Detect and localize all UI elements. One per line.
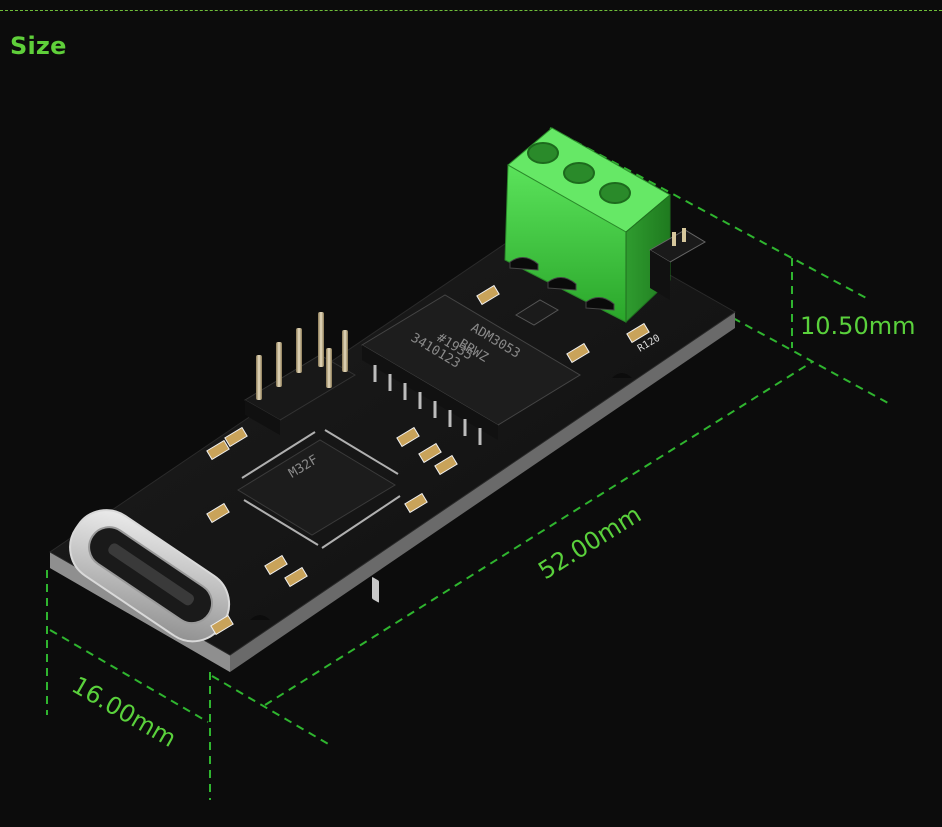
width-dimension-label: 16.00mm <box>67 671 181 753</box>
jumper-header <box>649 228 706 300</box>
smd-components <box>206 284 650 636</box>
height-dimension-label: 10.50mm <box>800 312 915 340</box>
pin-header <box>244 312 356 435</box>
small-transistor <box>515 299 559 326</box>
usb-c-connector <box>69 509 231 643</box>
screw-hole-3 <box>599 182 631 204</box>
screw-hole-1 <box>527 142 559 164</box>
transceiver-chip: ADM3053 BRWZ #1935 3410123 <box>361 294 581 603</box>
bottom-extension <box>211 675 331 746</box>
screw-hole-2 <box>563 162 595 184</box>
length-dimension-line <box>264 361 813 706</box>
length-extension-right <box>732 317 889 404</box>
length-dimension-label: 52.00mm <box>533 500 646 585</box>
mcu-chip: M32F <box>237 429 401 549</box>
top-divider <box>0 10 942 11</box>
width-dimension-line <box>49 629 209 723</box>
section-title: Size <box>10 32 67 60</box>
